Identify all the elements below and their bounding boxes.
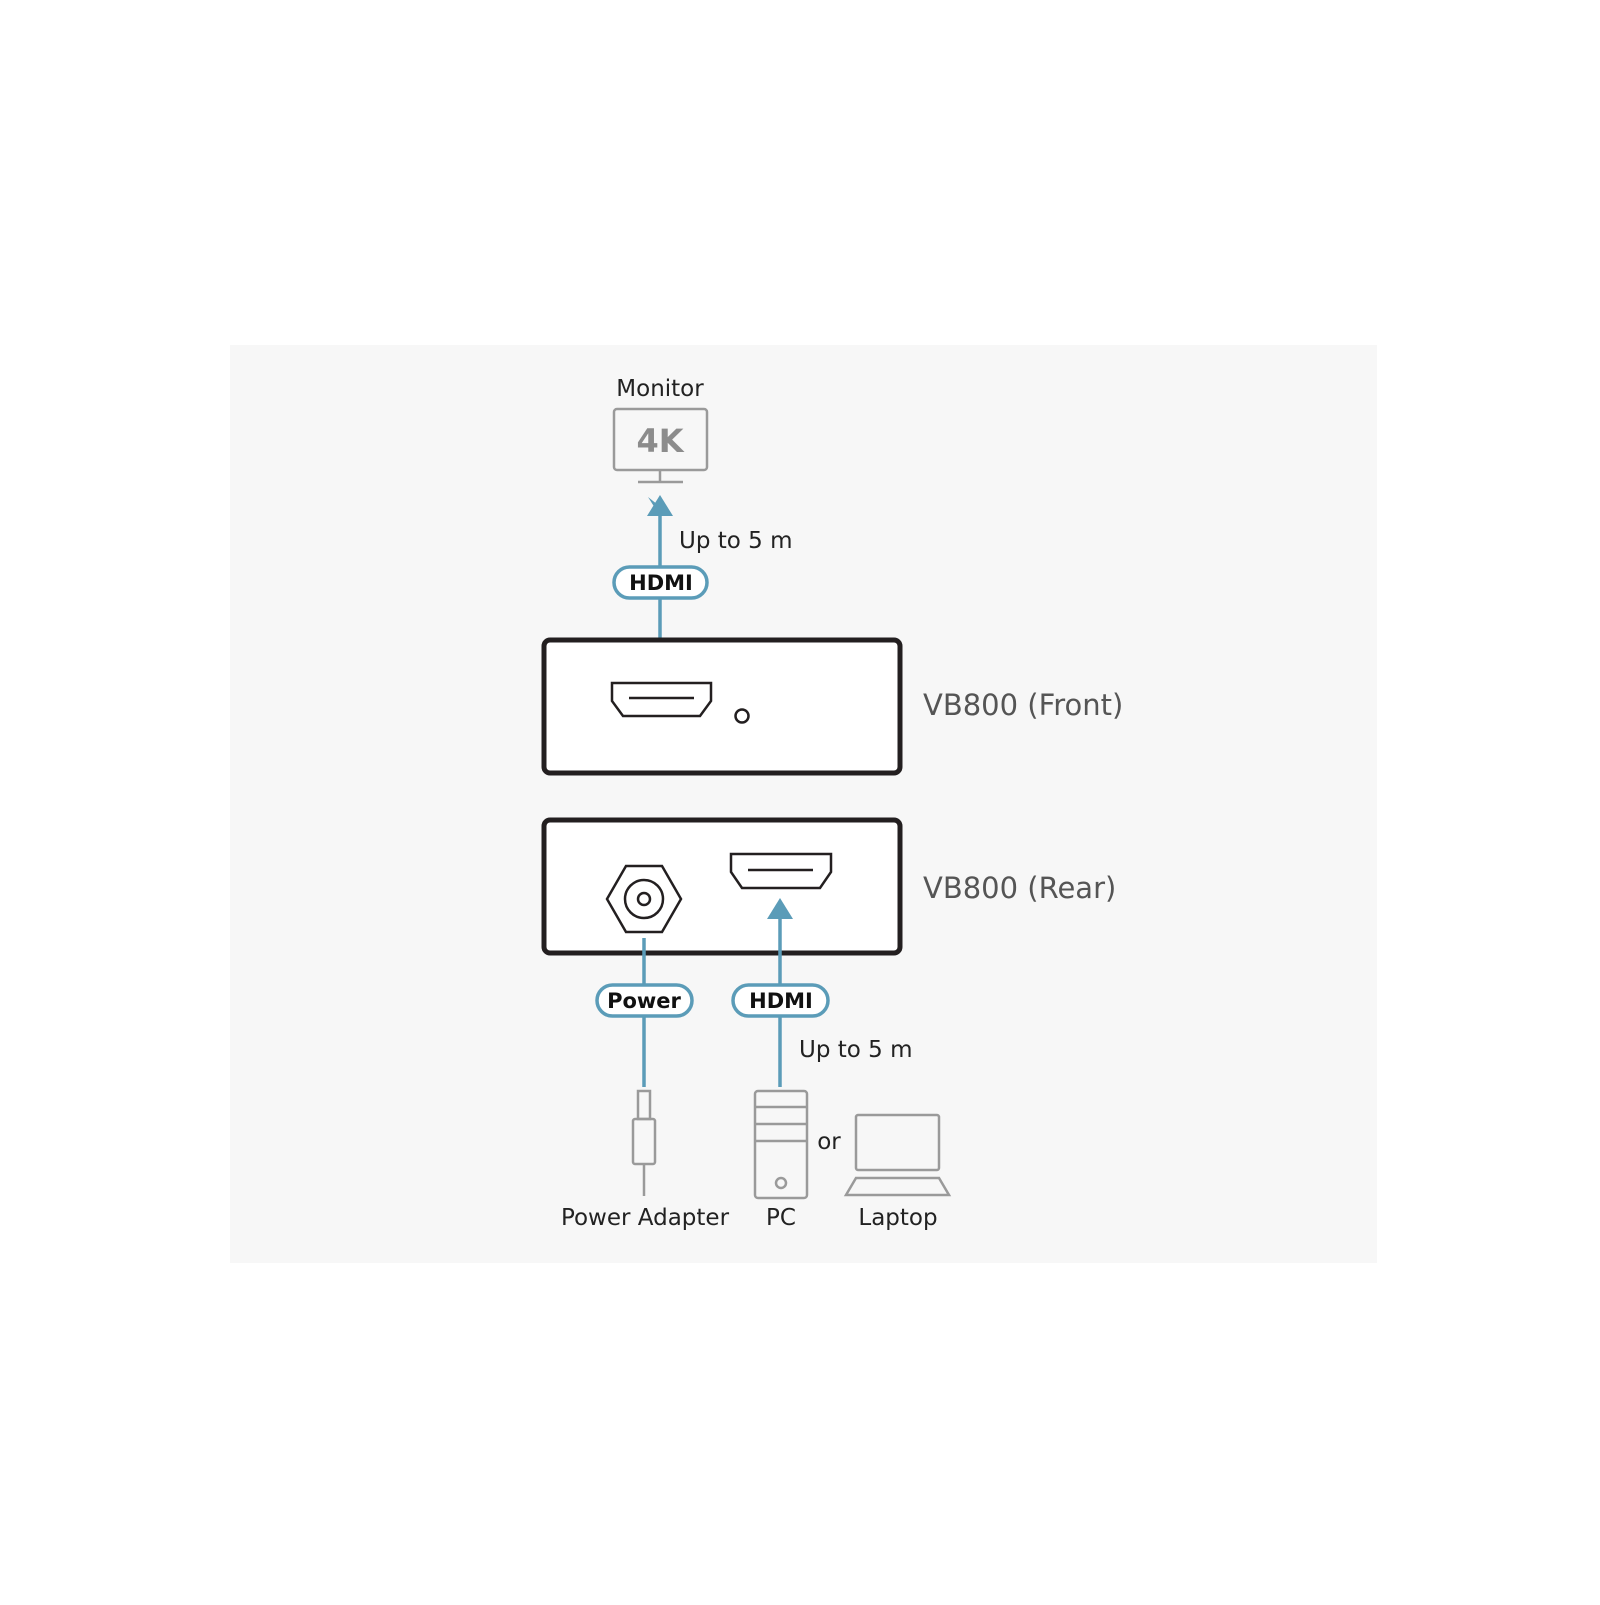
power-pill-label: Power	[607, 989, 681, 1013]
power-jack-icon	[605, 864, 683, 934]
vb800-rear-label: VB800 (Rear)	[923, 871, 1116, 905]
rear-hdmi-port-icon	[729, 852, 833, 890]
power-plug-icon	[631, 1089, 657, 1196]
vb800-front-label: VB800 (Front)	[923, 688, 1123, 722]
front-distance-label: Up to 5 m	[679, 528, 793, 554]
monitor-4k-badge: 4K	[636, 422, 684, 460]
diagram-panel	[230, 345, 1377, 1263]
laptop-label: Laptop	[858, 1205, 937, 1231]
vb800-front-device	[541, 637, 903, 776]
monitor-label: Monitor	[616, 376, 704, 402]
front-arrow-icon	[647, 495, 673, 516]
front-hdmi-port-icon	[610, 681, 713, 718]
front-led-icon	[734, 708, 750, 724]
power-adapter-label: Power Adapter	[561, 1205, 730, 1231]
rear-distance-label: Up to 5 m	[799, 1037, 913, 1063]
vb800-rear-device	[541, 817, 903, 956]
or-label: or	[817, 1129, 841, 1155]
monitor-icon	[612, 407, 709, 484]
laptop-icon	[843, 1113, 952, 1197]
pc-tower-icon	[753, 1089, 809, 1200]
rear-hdmi-pill-label: HDMI	[749, 989, 813, 1013]
front-hdmi-pill-label: HDMI	[629, 571, 693, 595]
pc-label: PC	[766, 1205, 796, 1231]
rear-arrow-icon	[767, 898, 793, 919]
